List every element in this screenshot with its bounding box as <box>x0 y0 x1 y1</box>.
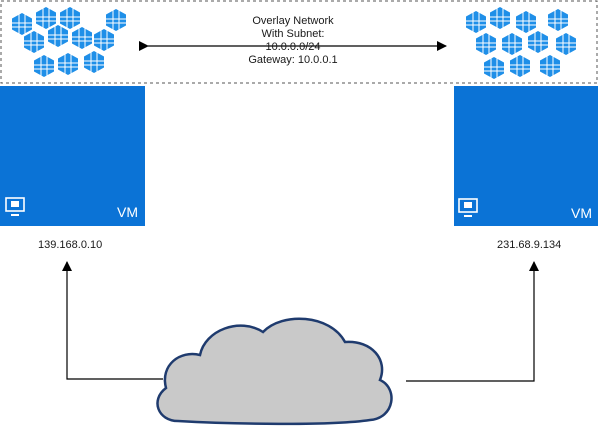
overlay-network-label: Overlay Network With Subnet: 10.0.0.0/24… <box>248 15 337 66</box>
monitor-icon <box>458 198 478 217</box>
vm-left-ip: 139.168.0.10 <box>38 239 102 251</box>
vm-left-label: VM <box>117 204 138 220</box>
cloud-icon <box>156 317 393 426</box>
vm-right: VM <box>454 86 598 226</box>
vm-right-ip: 231.68.9.134 <box>497 239 561 251</box>
right-connector-arrow <box>406 261 539 382</box>
vm-left: VM <box>0 86 145 226</box>
container-cluster-icon <box>465 6 577 80</box>
overlay-network-boundary <box>0 0 598 84</box>
monitor-icon <box>5 197 25 216</box>
overlay-title: Overlay Network <box>252 15 334 27</box>
overlay-subnet: 10.0.0.0/24 <box>265 41 320 53</box>
left-connector-arrow <box>62 261 163 380</box>
container-cluster-icon <box>11 6 127 78</box>
overlay-subnet-label: With Subnet: <box>262 28 325 40</box>
overlay-gateway: Gateway: 10.0.0.1 <box>248 54 337 66</box>
vm-right-box <box>454 86 598 226</box>
vm-right-label: VM <box>571 205 592 221</box>
